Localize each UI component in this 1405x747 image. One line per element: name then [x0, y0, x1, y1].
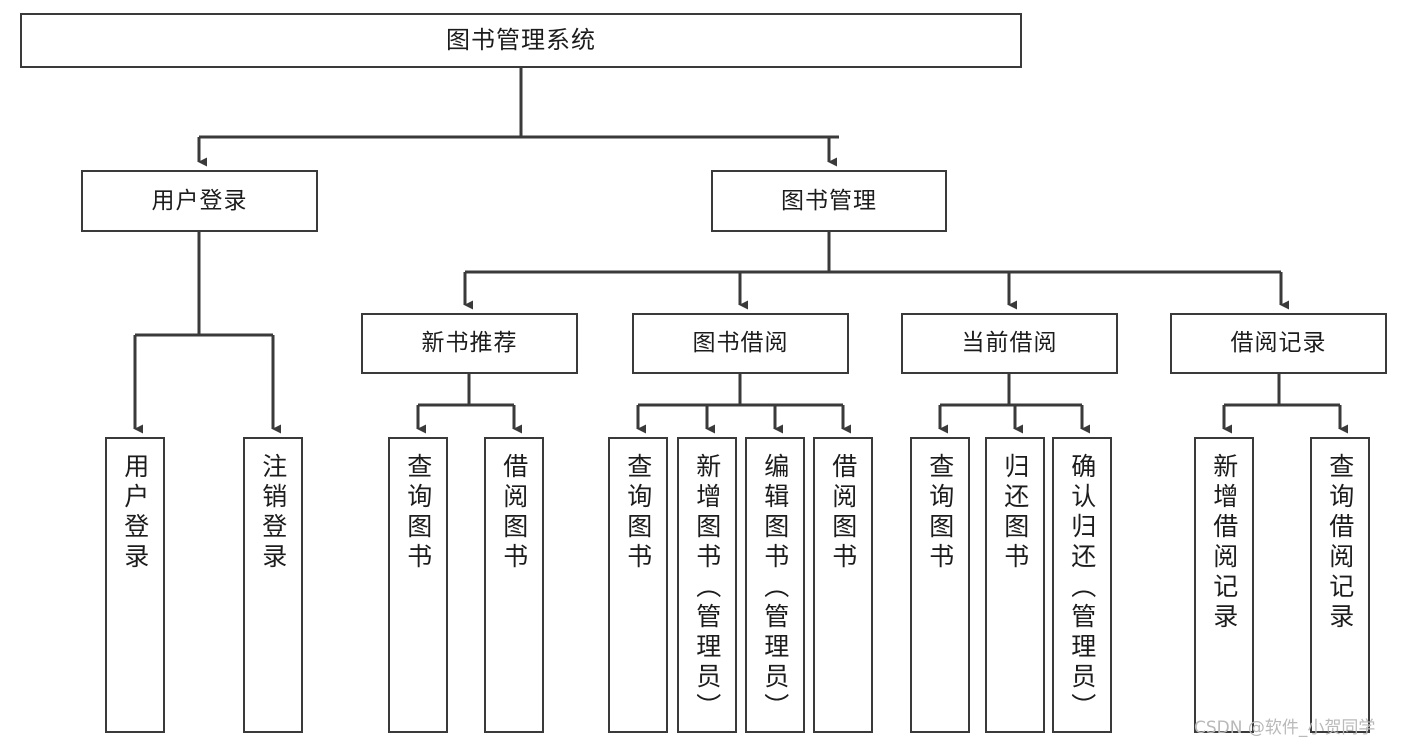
node-leaf-add-book[interactable]: 新增图书（管理员）: [677, 437, 737, 733]
node-leaf-query-record[interactable]: 查询借阅记录: [1310, 437, 1370, 733]
node-leaf-query-book-current[interactable]: 查询图书: [910, 437, 970, 733]
node-leaf-add-record[interactable]: 新增借阅记录: [1194, 437, 1254, 733]
node-leaf-return-book[interactable]: 归还图书: [985, 437, 1045, 733]
node-book-management-label: 图书管理: [781, 187, 877, 214]
edge-root-to-level2: [197, 68, 839, 167]
node-current-borrow-label: 当前借阅: [961, 330, 1058, 357]
edge-user-login-to-leaves: [133, 232, 281, 434]
node-leaf-user-login-label: 用户登录: [120, 453, 150, 573]
node-leaf-return-book-label: 归还图书: [1000, 453, 1030, 573]
node-leaf-query-record-label: 查询借阅记录: [1325, 453, 1355, 633]
node-leaf-confirm-return-label: 确认归还（管理员）: [1067, 453, 1097, 723]
node-book-borrow-label: 图书借阅: [692, 330, 789, 357]
node-borrow-record-label: 借阅记录: [1230, 330, 1327, 357]
edge-borrow-record-to-leaves: [1222, 374, 1348, 434]
node-leaf-query-book-rec-label: 查询图书: [403, 453, 433, 573]
node-book-management[interactable]: 图书管理: [711, 170, 947, 232]
node-leaf-user-login[interactable]: 用户登录: [105, 437, 165, 733]
node-leaf-query-book-borrow[interactable]: 查询图书: [608, 437, 668, 733]
node-leaf-borrow-book[interactable]: 借阅图书: [813, 437, 873, 733]
node-root-label: 图书管理系统: [446, 25, 596, 54]
node-leaf-user-logout[interactable]: 注销登录: [243, 437, 303, 733]
node-leaf-edit-book-label: 编辑图书（管理员）: [760, 453, 790, 723]
node-root[interactable]: 图书管理系统: [20, 13, 1022, 68]
node-leaf-edit-book[interactable]: 编辑图书（管理员）: [745, 437, 805, 733]
csdn-watermark: CSDN @软件_小贺同学: [1194, 718, 1376, 738]
node-new-book-recommend-label: 新书推荐: [421, 330, 518, 357]
node-user-login-label: 用户登录: [151, 187, 248, 214]
node-leaf-add-record-label: 新增借阅记录: [1209, 453, 1239, 633]
node-leaf-query-book-rec[interactable]: 查询图书: [388, 437, 448, 733]
node-new-book-recommend[interactable]: 新书推荐: [361, 313, 578, 374]
node-leaf-confirm-return[interactable]: 确认归还（管理员）: [1052, 437, 1112, 733]
edge-book-borrow-to-leaves: [636, 374, 851, 434]
edge-current-borrow-to-leaves: [938, 374, 1090, 434]
node-leaf-user-logout-label: 注销登录: [258, 453, 288, 573]
node-leaf-add-book-label: 新增图书（管理员）: [692, 453, 722, 723]
node-user-login[interactable]: 用户登录: [81, 170, 318, 232]
node-leaf-borrow-book-label: 借阅图书: [828, 453, 858, 573]
node-leaf-query-book-borrow-label: 查询图书: [623, 453, 653, 573]
node-borrow-record[interactable]: 借阅记录: [1170, 313, 1387, 374]
node-book-borrow[interactable]: 图书借阅: [632, 313, 849, 374]
node-leaf-borrow-book-rec-label: 借阅图书: [499, 453, 529, 573]
node-leaf-query-book-current-label: 查询图书: [925, 453, 955, 573]
edge-new-book-recommend-to-leaves: [416, 374, 522, 434]
node-current-borrow[interactable]: 当前借阅: [901, 313, 1118, 374]
edge-book-management-to-level3: [463, 232, 1289, 310]
node-leaf-borrow-book-rec[interactable]: 借阅图书: [484, 437, 544, 733]
